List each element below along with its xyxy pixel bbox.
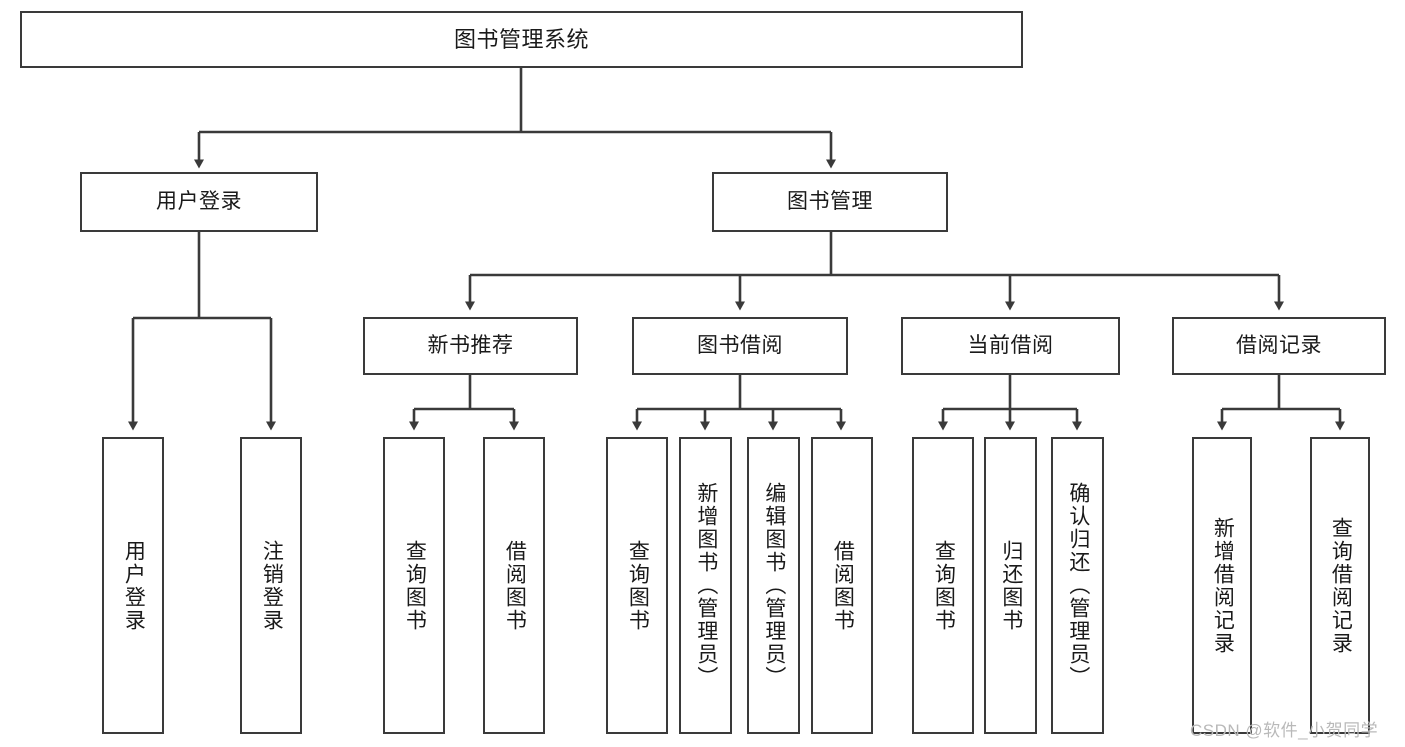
node-label: 用户登录 [122, 539, 146, 632]
leaf-query-book-recommend[interactable]: 查询图书 [383, 437, 445, 734]
node-label: 用户登录 [156, 189, 242, 213]
node-label: 确认归还（管理员） [1066, 482, 1090, 689]
node-label: 当前借阅 [967, 333, 1054, 357]
leaf-add-book-admin[interactable]: 新增图书（管理员） [679, 437, 732, 734]
node-label: 归还图书 [999, 539, 1023, 632]
node-borrow-records[interactable]: 借阅记录 [1172, 317, 1386, 375]
leaf-borrow-book[interactable]: 借阅图书 [811, 437, 873, 734]
node-label: 编辑图书（管理员） [762, 482, 786, 689]
leaf-borrow-book-recommend[interactable]: 借阅图书 [483, 437, 545, 734]
node-label: 查询图书 [403, 539, 427, 632]
node-label: 新书推荐 [427, 333, 514, 357]
leaf-query-book-current[interactable]: 查询图书 [912, 437, 974, 734]
node-label: 新增借阅记录 [1211, 516, 1235, 655]
leaf-edit-book-admin[interactable]: 编辑图书（管理员） [747, 437, 800, 734]
leaf-query-borrow-record[interactable]: 查询借阅记录 [1310, 437, 1370, 734]
node-label: 图书借阅 [697, 333, 783, 357]
node-label: 借阅图书 [503, 539, 527, 632]
leaf-logout[interactable]: 注销登录 [240, 437, 302, 734]
node-user-login[interactable]: 用户登录 [80, 172, 318, 232]
leaf-add-borrow-record[interactable]: 新增借阅记录 [1192, 437, 1252, 734]
node-label: 图书管理 [787, 189, 873, 213]
node-label: 图书管理系统 [453, 26, 589, 52]
leaf-query-book-borrow[interactable]: 查询图书 [606, 437, 668, 734]
node-label: 借阅图书 [831, 539, 855, 632]
node-new-book-recommendation[interactable]: 新书推荐 [363, 317, 578, 375]
node-label: 查询图书 [932, 539, 956, 632]
node-label: 新增图书（管理员） [694, 482, 718, 689]
node-root-system[interactable]: 图书管理系统 [20, 11, 1023, 68]
leaf-return-book[interactable]: 归还图书 [984, 437, 1037, 734]
node-current-borrowing[interactable]: 当前借阅 [901, 317, 1120, 375]
node-label: 注销登录 [260, 539, 284, 632]
watermark-text: CSDN @软件_小贺同学 [1190, 721, 1379, 740]
node-label: 查询图书 [626, 539, 650, 632]
node-label: 查询借阅记录 [1329, 516, 1353, 655]
leaf-confirm-return-admin[interactable]: 确认归还（管理员） [1051, 437, 1104, 734]
node-book-borrowing[interactable]: 图书借阅 [632, 317, 848, 375]
leaf-user-login[interactable]: 用户登录 [102, 437, 164, 734]
node-label: 借阅记录 [1236, 333, 1322, 357]
node-book-management[interactable]: 图书管理 [712, 172, 948, 232]
